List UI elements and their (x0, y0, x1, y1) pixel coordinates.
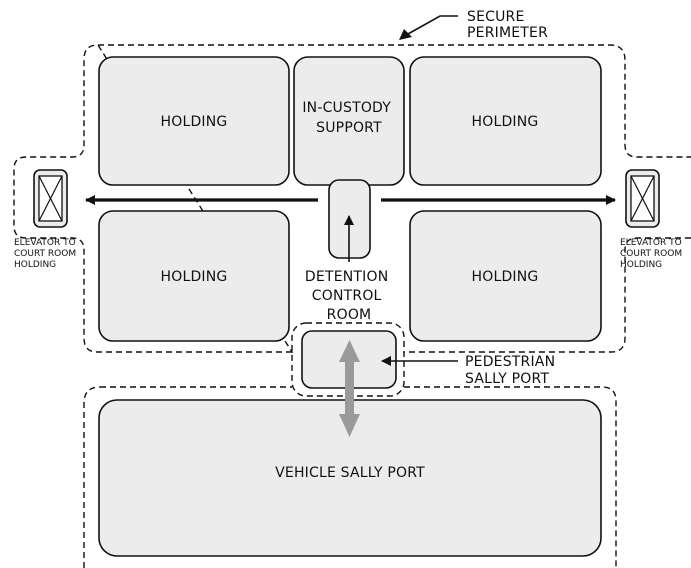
elevator-left (33, 169, 68, 228)
in-custody-support-label: IN-CUSTODY SUPPORT (302, 100, 395, 136)
holding-bottom-left-label: HOLDING (161, 269, 228, 285)
pedestrian-sally-port-label: PEDESTRIAN SALLY PORT (465, 354, 560, 387)
elevator-left-label: ELEVATOR TO COURT ROOM HOLDING (14, 238, 79, 270)
holding-room-top-left (98, 56, 290, 186)
holding-top-right-label: HOLDING (472, 114, 539, 130)
secure-perimeter-arrowhead (399, 29, 412, 40)
vehicle-sally-port-label: VEHICLE SALLY PORT (275, 465, 425, 481)
secure-perimeter-leader-arrow (407, 15, 458, 35)
secure-perimeter-label: SECURE PERIMETER (467, 9, 548, 41)
elevator-right-label: ELEVATOR TO COURT ROOM HOLDING (620, 238, 685, 270)
holding-room-top-right (409, 56, 602, 186)
vehicle-sally-port-outline (83, 386, 617, 568)
elevator-right (625, 169, 660, 228)
holding-room-bottom-left (98, 210, 290, 342)
holding-top-left-label: HOLDING (161, 114, 228, 130)
detention-control-room-label: DETENTION CONTROL ROOM (305, 269, 393, 323)
sally-port-two-way-arrow (339, 340, 360, 437)
holding-bottom-right-label: HOLDING (472, 269, 539, 285)
secure-perimeter-outline (13, 44, 691, 353)
holding-room-bottom-right (409, 210, 602, 342)
